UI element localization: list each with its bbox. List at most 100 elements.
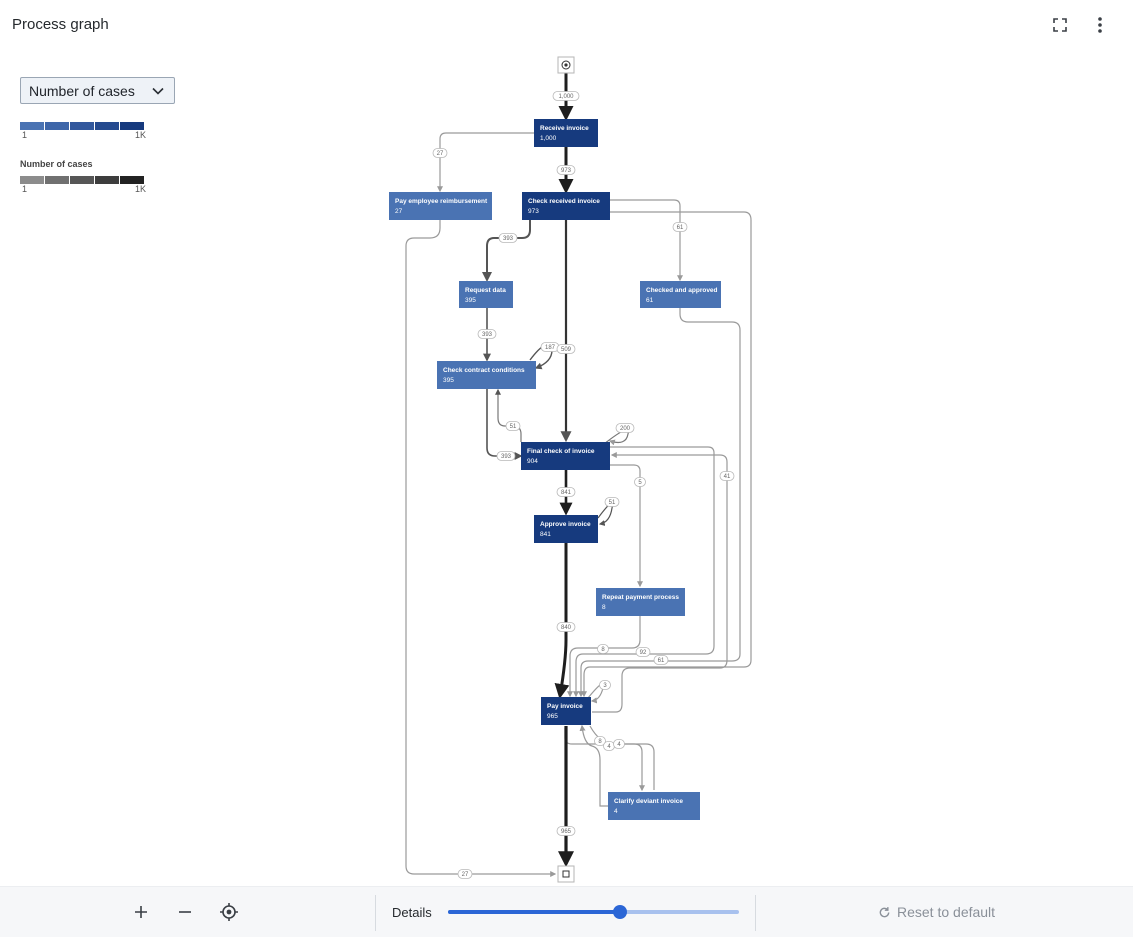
- activity-node-box[interactable]: [608, 792, 700, 820]
- recenter-button[interactable]: [217, 900, 241, 924]
- zoom-in-button[interactable]: [129, 900, 153, 924]
- node-scale-swatch-5: [120, 122, 144, 130]
- edge-contract-final[interactable]: [486, 388, 523, 460]
- metric-selector[interactable]: Number of cases: [20, 77, 175, 104]
- edge-scale-swatch-5: [120, 176, 144, 184]
- activity-node-box[interactable]: [534, 515, 598, 543]
- edge-label: 4: [613, 739, 625, 749]
- edge-label-text: 4: [607, 744, 611, 750]
- activity-node-box[interactable]: [437, 361, 536, 389]
- edge-label-text: 5: [638, 480, 642, 486]
- node-scale-min: 1: [22, 130, 28, 140]
- edge-label-text: 965: [561, 829, 572, 835]
- zoom-out-button[interactable]: [173, 900, 197, 924]
- edge-pay-clarify[interactable]: [589, 725, 645, 792]
- details-slider-fill: [448, 910, 620, 914]
- edge-label-text: 61: [658, 658, 665, 664]
- edge-label: 393: [496, 451, 516, 461]
- activity-node-box[interactable]: [389, 192, 492, 220]
- end-node-icon: [562, 870, 570, 878]
- edge-label: 4: [603, 741, 615, 751]
- edge-label: 841: [556, 487, 576, 497]
- edge-check-pay[interactable]: [581, 211, 752, 698]
- refresh-icon: [879, 906, 890, 917]
- edge-label: 61: [672, 222, 688, 232]
- graph-toolbar: Details Reset to default: [0, 886, 1133, 937]
- edge-label-text: 27: [437, 151, 444, 157]
- activity-node-count: 1,000: [540, 135, 557, 142]
- edge-scale-swatch-1: [20, 176, 44, 184]
- minus-icon: [179, 911, 191, 913]
- edge-label: 965: [556, 826, 576, 836]
- edge-final-self[interactable]: [603, 429, 630, 446]
- node-color-scale: [20, 122, 144, 130]
- edge-pay-final[interactable]: [592, 452, 728, 713]
- edge-label: 1,000: [552, 91, 580, 101]
- details-slider-thumb[interactable]: [612, 905, 627, 919]
- activity-node-box[interactable]: [521, 442, 610, 470]
- more-options-button[interactable]: [1087, 12, 1113, 38]
- activity-node-box[interactable]: [522, 192, 610, 220]
- edge-label: 61: [653, 655, 669, 665]
- edge-approve-pay[interactable]: [554, 541, 570, 699]
- edge-label-text: 509: [561, 347, 572, 353]
- page-title: Process graph: [12, 16, 109, 33]
- reset-to-default-button[interactable]: Reset to default: [878, 904, 995, 920]
- activity-node-box[interactable]: [596, 588, 685, 616]
- node-scale-swatch-2: [45, 122, 69, 130]
- edge-checked-pay[interactable]: [578, 308, 741, 698]
- edge-label: 200: [615, 423, 635, 433]
- edge-label: 5: [634, 477, 646, 487]
- start-node-icon: [561, 60, 571, 70]
- edge-final-pay[interactable]: [573, 446, 715, 698]
- activity-node-label: Repeat payment process: [602, 594, 679, 601]
- edge-final-repeat[interactable]: [610, 464, 643, 588]
- node-scale-max: 1K: [134, 130, 146, 140]
- activity-node-box[interactable]: [541, 697, 591, 725]
- edge-scale-min: 1: [22, 184, 28, 194]
- edge-label: 187: [540, 342, 560, 352]
- end-node[interactable]: [557, 865, 575, 883]
- edge-payemp-end[interactable]: [405, 219, 557, 877]
- edge-label-text: 393: [503, 236, 514, 242]
- edge-receive-payemp[interactable]: [437, 132, 534, 193]
- edge-legend-title: Number of cases: [20, 159, 93, 169]
- details-slider[interactable]: [448, 905, 739, 919]
- fullscreen-button[interactable]: [1047, 12, 1073, 38]
- activity-node-box[interactable]: [459, 281, 513, 308]
- edge-label: 3: [599, 680, 611, 690]
- edge-check-request[interactable]: [482, 220, 531, 282]
- reset-label: Reset to default: [897, 904, 996, 920]
- activity-node-box[interactable]: [534, 119, 598, 147]
- edge-label: 973: [556, 165, 576, 175]
- start-node[interactable]: [557, 56, 575, 74]
- edge-label-text: 1,000: [558, 94, 574, 100]
- edge-label-text: 3: [603, 683, 607, 689]
- edge-clarify-pay-2[interactable]: [564, 728, 655, 790]
- edge-clarify-pay[interactable]: [579, 724, 608, 807]
- edge-check-checked[interactable]: [610, 199, 683, 282]
- edge-final-contract[interactable]: [495, 388, 522, 442]
- activity-node-box[interactable]: [640, 281, 721, 308]
- activity-node-label: Pay employee reimbursement: [395, 198, 488, 205]
- edge-label-text: 200: [620, 426, 631, 432]
- edge-label: 8: [594, 736, 606, 746]
- activity-node-count: 61: [646, 297, 654, 304]
- edge-approve-self[interactable]: [597, 502, 614, 526]
- edge-label: 51: [505, 421, 521, 431]
- edge-label-text: 51: [510, 424, 517, 430]
- edge-scale-swatch-4: [95, 176, 119, 184]
